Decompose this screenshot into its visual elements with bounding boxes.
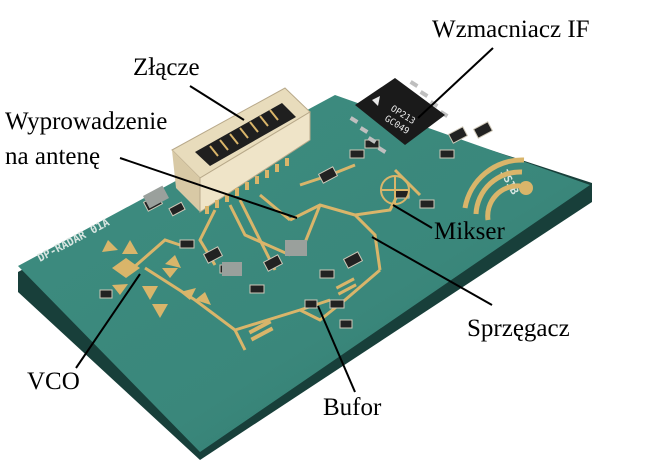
label-coupler: Sprzęgacz: [467, 315, 570, 342]
leader-buffer: [317, 305, 356, 393]
radial-stubs: [102, 240, 211, 318]
label-if-amplifier: Wzmacniacz IF: [432, 16, 590, 43]
label-buffer: Bufor: [323, 394, 382, 421]
mixer-diodes: [380, 175, 410, 205]
label-vco: VCO: [27, 368, 80, 395]
leader-vco: [75, 273, 141, 369]
label-connector: Złącze: [133, 54, 200, 81]
gray-pads: [143, 185, 307, 276]
coupled-line-filter: [248, 277, 357, 342]
label-mixer: Mikser: [434, 218, 505, 245]
leader-antenna: [119, 157, 298, 219]
pcb-surface: [18, 95, 590, 452]
label-antenna-output-line2: na antenę: [5, 143, 101, 170]
leader-lines: [75, 47, 494, 393]
if-amplifier-chip: OP213 GC049: [349, 78, 449, 154]
leader-mixer: [392, 204, 433, 229]
leader-amplifier: [417, 47, 494, 119]
label-antenna-output-line1: Wyprowadzenie: [5, 108, 168, 135]
logo-arcs: [462, 157, 525, 221]
leader-connector: [189, 85, 245, 121]
leader-coupler: [371, 236, 493, 306]
chip-logo: [372, 96, 380, 106]
logo-dot: [519, 181, 533, 195]
